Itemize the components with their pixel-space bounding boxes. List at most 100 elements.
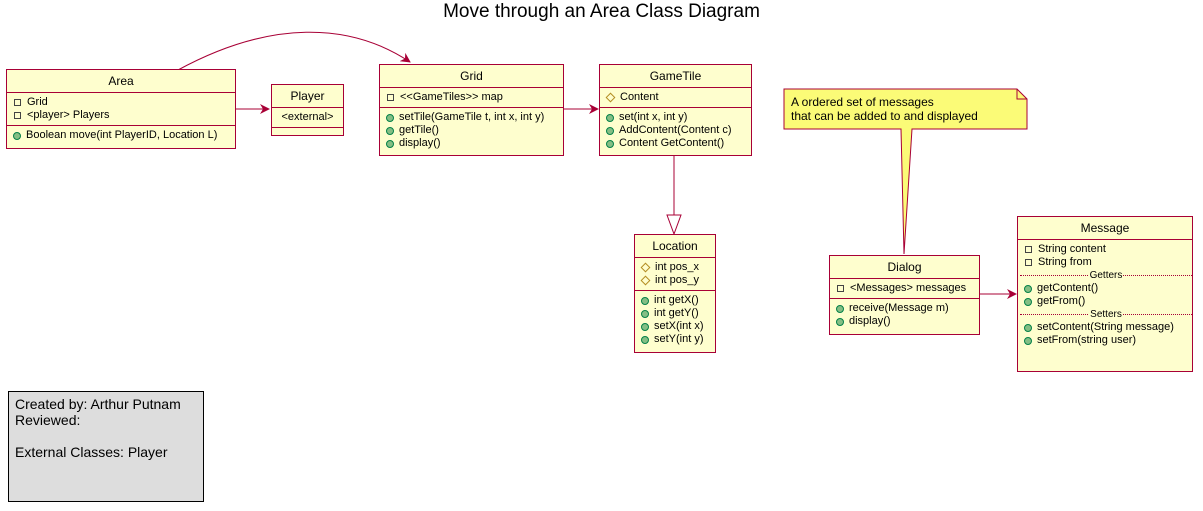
attribute-text: Grid [27, 96, 48, 108]
attributes-section: Content [600, 87, 751, 107]
method-text: Content GetContent() [619, 137, 725, 149]
attribute-text: String from [1038, 256, 1092, 268]
stereotype-section: <external> [272, 107, 343, 127]
setters-label: Setters [1089, 309, 1123, 320]
method-row: setTile(GameTile t, int x, int y) [386, 111, 559, 124]
getters-label: Getters [1088, 270, 1124, 281]
method-text: setContent(String message) [1037, 321, 1174, 333]
attribute-row: int pos_x [640, 261, 711, 274]
getters-divider: Getters [1020, 270, 1192, 281]
public-icon [1024, 297, 1032, 306]
public-icon [641, 309, 649, 318]
class-player[interactable]: Player <external> [271, 84, 344, 136]
setters-divider: Setters [1020, 309, 1192, 320]
attribute-text: <player> Players [27, 109, 110, 121]
private-icon [14, 112, 21, 119]
method-row: setX(int x) [641, 320, 711, 333]
method-row: display() [386, 137, 559, 150]
private-icon [14, 99, 21, 106]
method-text: receive(Message m) [849, 302, 949, 314]
public-icon [606, 139, 614, 148]
public-icon [386, 126, 394, 135]
area-grid-association [177, 31, 411, 71]
method-row: display() [836, 315, 975, 328]
public-icon [606, 113, 614, 122]
attribute-text: String content [1038, 243, 1106, 255]
spacer [15, 428, 197, 444]
attribute-row: <player> Players [13, 109, 231, 122]
attribute-text: <<GameTiles>> map [400, 91, 503, 103]
method-text: AddContent(Content c) [619, 124, 732, 136]
attribute-row: Content [605, 91, 747, 104]
attribute-text: int pos_y [655, 274, 700, 286]
private-icon [1025, 246, 1032, 253]
attribute-text: Content [620, 91, 659, 103]
class-gametile[interactable]: GameTile Content set(int x, int y) AddCo… [599, 64, 752, 156]
method-row: Content GetContent() [606, 137, 747, 150]
public-icon [836, 317, 844, 326]
method-row: getFrom() [1024, 295, 1188, 308]
info-box: Created by: Arthur Putnam Reviewed: Exte… [8, 391, 204, 502]
method-text: int getX() [654, 294, 699, 306]
note-dialog: A ordered set of messages that can be ad… [784, 89, 1027, 129]
class-dialog[interactable]: Dialog <Messages> messages receive(Messa… [829, 255, 980, 335]
method-row: getTile() [386, 124, 559, 137]
public-icon [836, 304, 844, 313]
public-icon [13, 131, 21, 140]
protected-icon [640, 275, 651, 286]
stereotype-text: <external> [281, 111, 334, 123]
protected-icon [640, 262, 651, 273]
external-classes-text: External Classes: Player [15, 444, 168, 460]
public-icon [386, 113, 394, 122]
attribute-row: <Messages> messages [836, 282, 975, 295]
method-row: setFrom(string user) [1024, 334, 1188, 347]
class-area[interactable]: Area Grid <player> Players Boolean move(… [6, 69, 236, 149]
public-icon [641, 322, 649, 331]
class-location[interactable]: Location int pos_x int pos_y int getX() … [634, 234, 716, 353]
public-icon [641, 296, 649, 305]
method-row: AddContent(Content c) [606, 124, 747, 137]
class-name: Message [1080, 221, 1130, 235]
private-icon [387, 94, 394, 101]
method-text: setY(int y) [654, 333, 704, 345]
public-icon [386, 139, 394, 148]
method-row: setContent(String message) [1024, 321, 1188, 334]
public-icon [1024, 336, 1032, 345]
attribute-row: int pos_y [640, 274, 711, 287]
method-row: set(int x, int y) [606, 111, 747, 124]
method-text: setX(int x) [654, 320, 704, 332]
attribute-text: <Messages> messages [850, 282, 967, 294]
method-text: getContent() [1037, 282, 1099, 294]
method-text: display() [849, 315, 891, 327]
private-icon [1025, 259, 1032, 266]
inheritance-triangle [666, 214, 682, 236]
class-message[interactable]: Message String content String from Gette… [1017, 216, 1193, 372]
public-icon [641, 335, 649, 344]
method-row: receive(Message m) [836, 302, 975, 315]
reviewed-text: Reviewed: [15, 412, 81, 428]
method-text: setTile(GameTile t, int x, int y) [399, 111, 545, 123]
methods-section: set(int x, int y) AddContent(Content c) … [600, 107, 751, 153]
class-grid[interactable]: Grid <<GameTiles>> map setTile(GameTile … [379, 64, 564, 156]
public-icon [606, 126, 614, 135]
class-name: Player [290, 89, 325, 103]
class-name: Area [108, 74, 134, 88]
attributes-section: Grid <player> Players [7, 92, 235, 125]
empty-section [272, 127, 343, 135]
note-line: that can be added to and displayed [791, 109, 978, 123]
method-text: getFrom() [1037, 295, 1086, 307]
public-icon [1024, 284, 1032, 293]
method-row: int getX() [641, 294, 711, 307]
attribute-row: String from [1024, 256, 1188, 269]
method-row: int getY() [641, 307, 711, 320]
method-row: Boolean move(int PlayerID, Location L) [13, 129, 231, 142]
class-name: Grid [460, 69, 483, 83]
method-text: set(int x, int y) [619, 111, 688, 123]
method-row: setY(int y) [641, 333, 711, 346]
method-row: getContent() [1024, 282, 1188, 295]
page-title: Move through an Area Class Diagram [443, 1, 760, 22]
class-name: GameTile [649, 69, 702, 83]
created-by-text: Created by: Arthur Putnam [15, 396, 181, 412]
private-icon [837, 285, 844, 292]
